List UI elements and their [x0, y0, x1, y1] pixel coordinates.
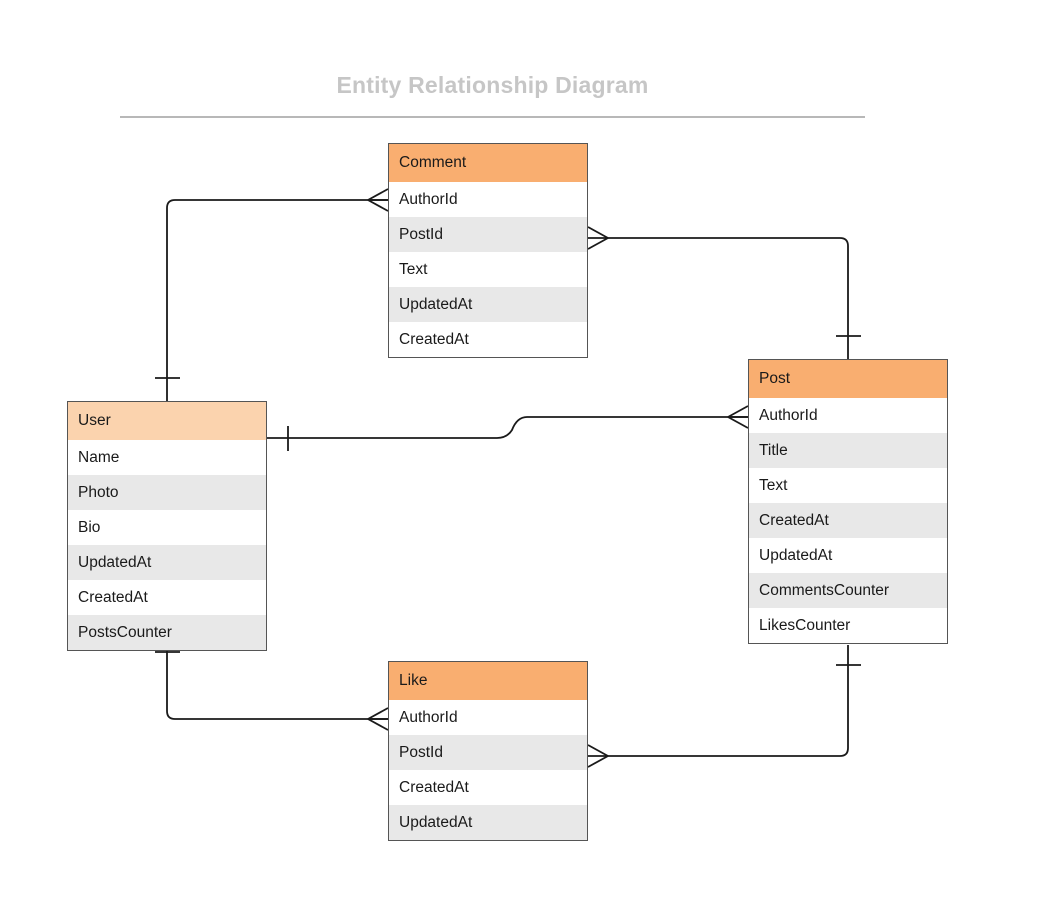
- attribute-row[interactable]: UpdatedAt: [389, 805, 587, 840]
- crowsfoot-lower: [587, 755, 609, 768]
- attribute-label: CreatedAt: [759, 512, 829, 529]
- attribute-label: CreatedAt: [399, 331, 469, 348]
- entity-title: Comment: [389, 144, 587, 182]
- relationship-user-posts: [267, 405, 749, 451]
- attribute-label: UpdatedAt: [759, 547, 833, 564]
- attribute-label: UpdatedAt: [78, 554, 152, 571]
- attribute-row[interactable]: Text: [749, 468, 947, 503]
- crowsfoot-upper: [587, 744, 609, 757]
- crowsfoot-upper: [367, 707, 389, 720]
- attribute-row[interactable]: Bio: [68, 510, 266, 545]
- attribute-label: PostId: [399, 744, 443, 761]
- attribute-row[interactable]: CreatedAt: [389, 770, 587, 805]
- attribute-row[interactable]: LikesCounter: [749, 608, 947, 643]
- attribute-row[interactable]: Text: [389, 252, 587, 287]
- attribute-label: Photo: [78, 484, 119, 501]
- crowsfoot-lower: [727, 416, 749, 429]
- attribute-row[interactable]: CreatedAt: [389, 322, 587, 357]
- attribute-label: LikesCounter: [759, 617, 851, 634]
- attribute-row[interactable]: UpdatedAt: [389, 287, 587, 322]
- crowsfoot-upper: [727, 405, 749, 418]
- attribute-label: UpdatedAt: [399, 814, 473, 831]
- attribute-row[interactable]: AuthorId: [389, 182, 587, 217]
- attribute-label: AuthorId: [399, 191, 458, 208]
- attribute-label: Name: [78, 449, 120, 466]
- attribute-row[interactable]: PostId: [389, 735, 587, 770]
- title-divider: [120, 116, 865, 118]
- entity-title: User: [68, 402, 266, 440]
- attribute-label: Title: [759, 442, 788, 459]
- attribute-row[interactable]: CreatedAt: [749, 503, 947, 538]
- crowsfoot-upper: [367, 188, 389, 201]
- attribute-label: Text: [759, 477, 788, 494]
- attribute-label: CommentsCounter: [759, 582, 890, 599]
- crowsfoot-lower: [367, 718, 389, 731]
- attribute-label: AuthorId: [399, 709, 458, 726]
- page-title: Entity Relationship Diagram: [336, 72, 649, 98]
- attribute-row[interactable]: Photo: [68, 475, 266, 510]
- entity-title: Like: [389, 662, 587, 700]
- crowsfoot-lower: [587, 237, 609, 250]
- attribute-label: UpdatedAt: [399, 296, 473, 313]
- attribute-label: Text: [399, 261, 428, 278]
- attribute-row[interactable]: AuthorId: [389, 700, 587, 735]
- attribute-row[interactable]: Name: [68, 440, 266, 475]
- relationship-user-comments: [155, 188, 389, 401]
- attribute-label: CreatedAt: [399, 779, 469, 796]
- attribute-label: Bio: [78, 519, 101, 536]
- relationship-like-post: [587, 645, 861, 768]
- attribute-row[interactable]: UpdatedAt: [68, 545, 266, 580]
- attribute-label: AuthorId: [759, 407, 818, 424]
- attribute-row[interactable]: PostsCounter: [68, 615, 266, 650]
- attribute-row[interactable]: PostId: [389, 217, 587, 252]
- attribute-label: PostId: [399, 226, 443, 243]
- attribute-label: PostsCounter: [78, 624, 172, 641]
- crowsfoot-lower: [367, 199, 389, 212]
- crowsfoot-upper: [587, 226, 609, 239]
- attribute-row[interactable]: AuthorId: [749, 398, 947, 433]
- entity-title: Post: [749, 360, 947, 398]
- attribute-row[interactable]: UpdatedAt: [749, 538, 947, 573]
- attribute-row[interactable]: CommentsCounter: [749, 573, 947, 608]
- attribute-row[interactable]: Title: [749, 433, 947, 468]
- attribute-row[interactable]: CreatedAt: [68, 580, 266, 615]
- relationship-comment-post: [587, 226, 861, 359]
- attribute-label: CreatedAt: [78, 589, 148, 606]
